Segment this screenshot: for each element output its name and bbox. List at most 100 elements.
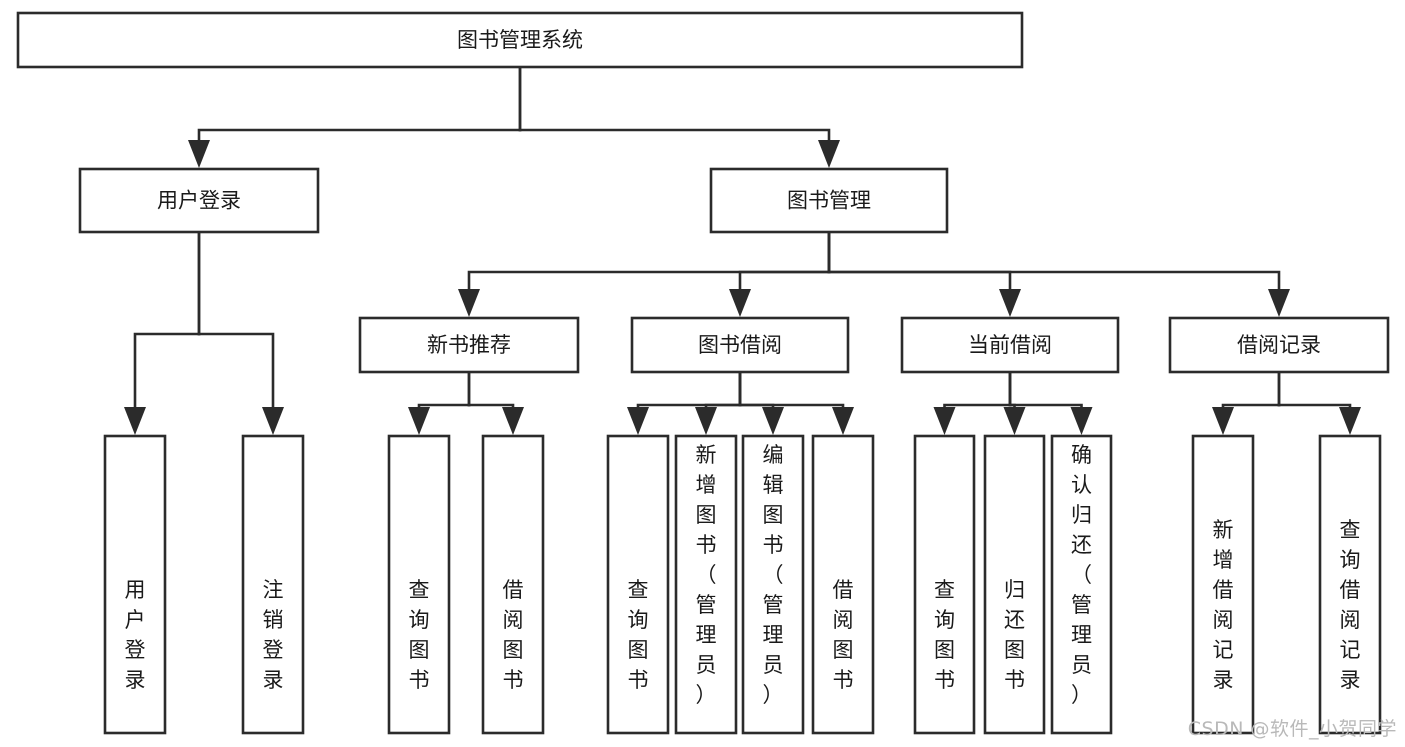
connector-borrow-record-to-leaf-query-record <box>1277 370 1361 435</box>
node-box-root[interactable] <box>16 11 1024 69</box>
node-leaf-borrow-book[interactable]: 借阅图书 <box>811 434 875 735</box>
node-box-leaf-return-book[interactable] <box>983 434 1046 735</box>
connector-leg <box>827 270 1281 291</box>
node-leaf-user-login[interactable]: 用户登录 <box>103 434 167 735</box>
connector-root-to-book-manage <box>518 65 840 168</box>
arrow-head-icon <box>627 407 649 435</box>
connector-leg <box>1008 403 1083 409</box>
arrow-head-icon <box>762 407 784 435</box>
node-leaf-add-book[interactable]: 新增图书（管理员） <box>674 434 738 735</box>
node-box-leaf-confirm-return[interactable] <box>1050 434 1113 735</box>
arrow-head-icon <box>408 407 430 435</box>
node-leaf-query-book-cur[interactable]: 查询图书 <box>913 434 976 735</box>
node-box-leaf-borrow-book-rec[interactable] <box>481 434 545 735</box>
arrow-head-icon <box>502 407 524 435</box>
node-leaf-add-record[interactable]: 新增借阅记录 <box>1191 434 1255 735</box>
node-label-leaf-add-record: 新增借阅记录 <box>1213 518 1234 692</box>
connector-user-login-to-leaf-logout-login <box>197 230 284 435</box>
node-label-user-login: 用户登录 <box>157 189 241 213</box>
connector-leg <box>197 332 275 409</box>
connector-book-manage-to-current-borrow <box>827 230 1021 317</box>
connector-leg <box>738 270 831 291</box>
connector-new-book-rec-to-leaf-query-book-rec <box>408 370 471 435</box>
node-box-current-borrow[interactable] <box>900 316 1120 374</box>
node-user-login[interactable]: 用户登录 <box>78 167 320 234</box>
connector-book-manage-to-borrow-record <box>827 230 1290 317</box>
node-box-leaf-user-login[interactable] <box>103 434 167 735</box>
node-box-borrow-record[interactable] <box>1168 316 1390 374</box>
arrow-head-icon <box>1070 407 1093 435</box>
node-root[interactable]: 图书管理系统 <box>16 11 1024 69</box>
connector-user-login-to-leaf-user-login <box>124 230 201 435</box>
connector-current-borrow-to-leaf-query-book-cur <box>933 370 1012 435</box>
connector-leg <box>197 128 522 142</box>
node-label-leaf-borrow-book: 借阅图书 <box>833 578 854 692</box>
node-box-book-manage[interactable] <box>709 167 949 234</box>
arrow-head-icon <box>188 140 210 168</box>
node-book-manage[interactable]: 图书管理 <box>709 167 949 234</box>
connector-book-borrow-to-leaf-borrow-book <box>738 370 854 435</box>
connector-leg <box>704 403 742 409</box>
node-leaf-borrow-book-rec[interactable]: 借阅图书 <box>481 434 545 735</box>
node-label-leaf-return-book: 归还图书 <box>1004 578 1025 692</box>
node-box-leaf-query-book-rec[interactable] <box>387 434 451 735</box>
connector-leg <box>467 270 831 291</box>
node-box-leaf-add-record[interactable] <box>1191 434 1255 735</box>
node-label-borrow-record: 借阅记录 <box>1237 333 1321 357</box>
node-label-leaf-query-book: 查询图书 <box>628 578 649 692</box>
connector-borrow-record-to-leaf-add-record <box>1212 370 1281 435</box>
connector-leg <box>467 403 515 409</box>
arrow-head-icon <box>999 289 1021 317</box>
node-leaf-query-book-rec[interactable]: 查询图书 <box>387 434 451 735</box>
node-box-leaf-add-book[interactable] <box>674 434 738 735</box>
connector-leg <box>943 403 1012 409</box>
connector-current-borrow-to-leaf-confirm-return <box>1008 370 1093 435</box>
node-box-user-login[interactable] <box>78 167 320 234</box>
arrow-head-icon <box>1268 289 1290 317</box>
node-current-borrow[interactable]: 当前借阅 <box>900 316 1120 374</box>
node-new-book-rec[interactable]: 新书推荐 <box>358 316 580 374</box>
node-label-leaf-borrow-book-rec: 借阅图书 <box>503 578 524 692</box>
arrow-head-icon <box>1212 407 1234 435</box>
node-label-current-borrow: 当前借阅 <box>968 333 1052 357</box>
node-box-leaf-borrow-book[interactable] <box>811 434 875 735</box>
edge-layer <box>124 65 1361 435</box>
connector-leg <box>738 403 845 409</box>
arrow-head-icon <box>818 140 840 168</box>
arrow-head-icon <box>729 289 751 317</box>
node-borrow-record[interactable]: 借阅记录 <box>1168 316 1390 374</box>
node-leaf-query-book[interactable]: 查询图书 <box>606 434 670 735</box>
node-box-new-book-rec[interactable] <box>358 316 580 374</box>
arrow-head-icon <box>262 407 284 435</box>
node-box-leaf-edit-book[interactable] <box>741 434 805 735</box>
connector-leg <box>1221 403 1281 409</box>
arrow-head-icon <box>458 289 480 317</box>
arrow-head-icon <box>124 407 146 435</box>
connector-book-manage-to-new-book-rec <box>458 230 831 317</box>
node-leaf-logout-login[interactable]: 注销登录 <box>241 434 305 735</box>
node-label-leaf-query-book-cur: 查询图书 <box>934 578 955 692</box>
node-box-leaf-query-record[interactable] <box>1318 434 1382 735</box>
node-box-book-borrow[interactable] <box>630 316 850 374</box>
node-label-book-borrow: 图书借阅 <box>698 333 782 357</box>
node-leaf-edit-book[interactable]: 编辑图书（管理员） <box>741 434 805 735</box>
node-box-leaf-logout-login[interactable] <box>241 434 305 735</box>
connector-book-borrow-to-leaf-add-book <box>695 370 742 435</box>
node-box-leaf-query-book[interactable] <box>606 434 670 735</box>
node-book-borrow[interactable]: 图书借阅 <box>630 316 850 374</box>
node-leaf-query-record[interactable]: 查询借阅记录 <box>1318 434 1382 735</box>
connector-current-borrow-to-leaf-return-book <box>1003 370 1026 435</box>
node-label-leaf-logout-login: 注销登录 <box>263 578 284 692</box>
arrow-head-icon <box>1339 407 1361 435</box>
node-box-leaf-query-book-cur[interactable] <box>913 434 976 735</box>
arrow-head-icon <box>1003 407 1026 435</box>
node-label-leaf-confirm-return: 确认归还（管理员） <box>1071 443 1092 707</box>
node-leaf-return-book[interactable]: 归还图书 <box>983 434 1046 735</box>
connector-book-manage-to-book-borrow <box>729 230 831 317</box>
connector-leg <box>417 403 471 409</box>
node-label-leaf-user-login: 用户登录 <box>125 578 146 692</box>
node-label-book-manage: 图书管理 <box>787 189 871 213</box>
node-leaf-confirm-return[interactable]: 确认归还（管理员） <box>1050 434 1113 735</box>
